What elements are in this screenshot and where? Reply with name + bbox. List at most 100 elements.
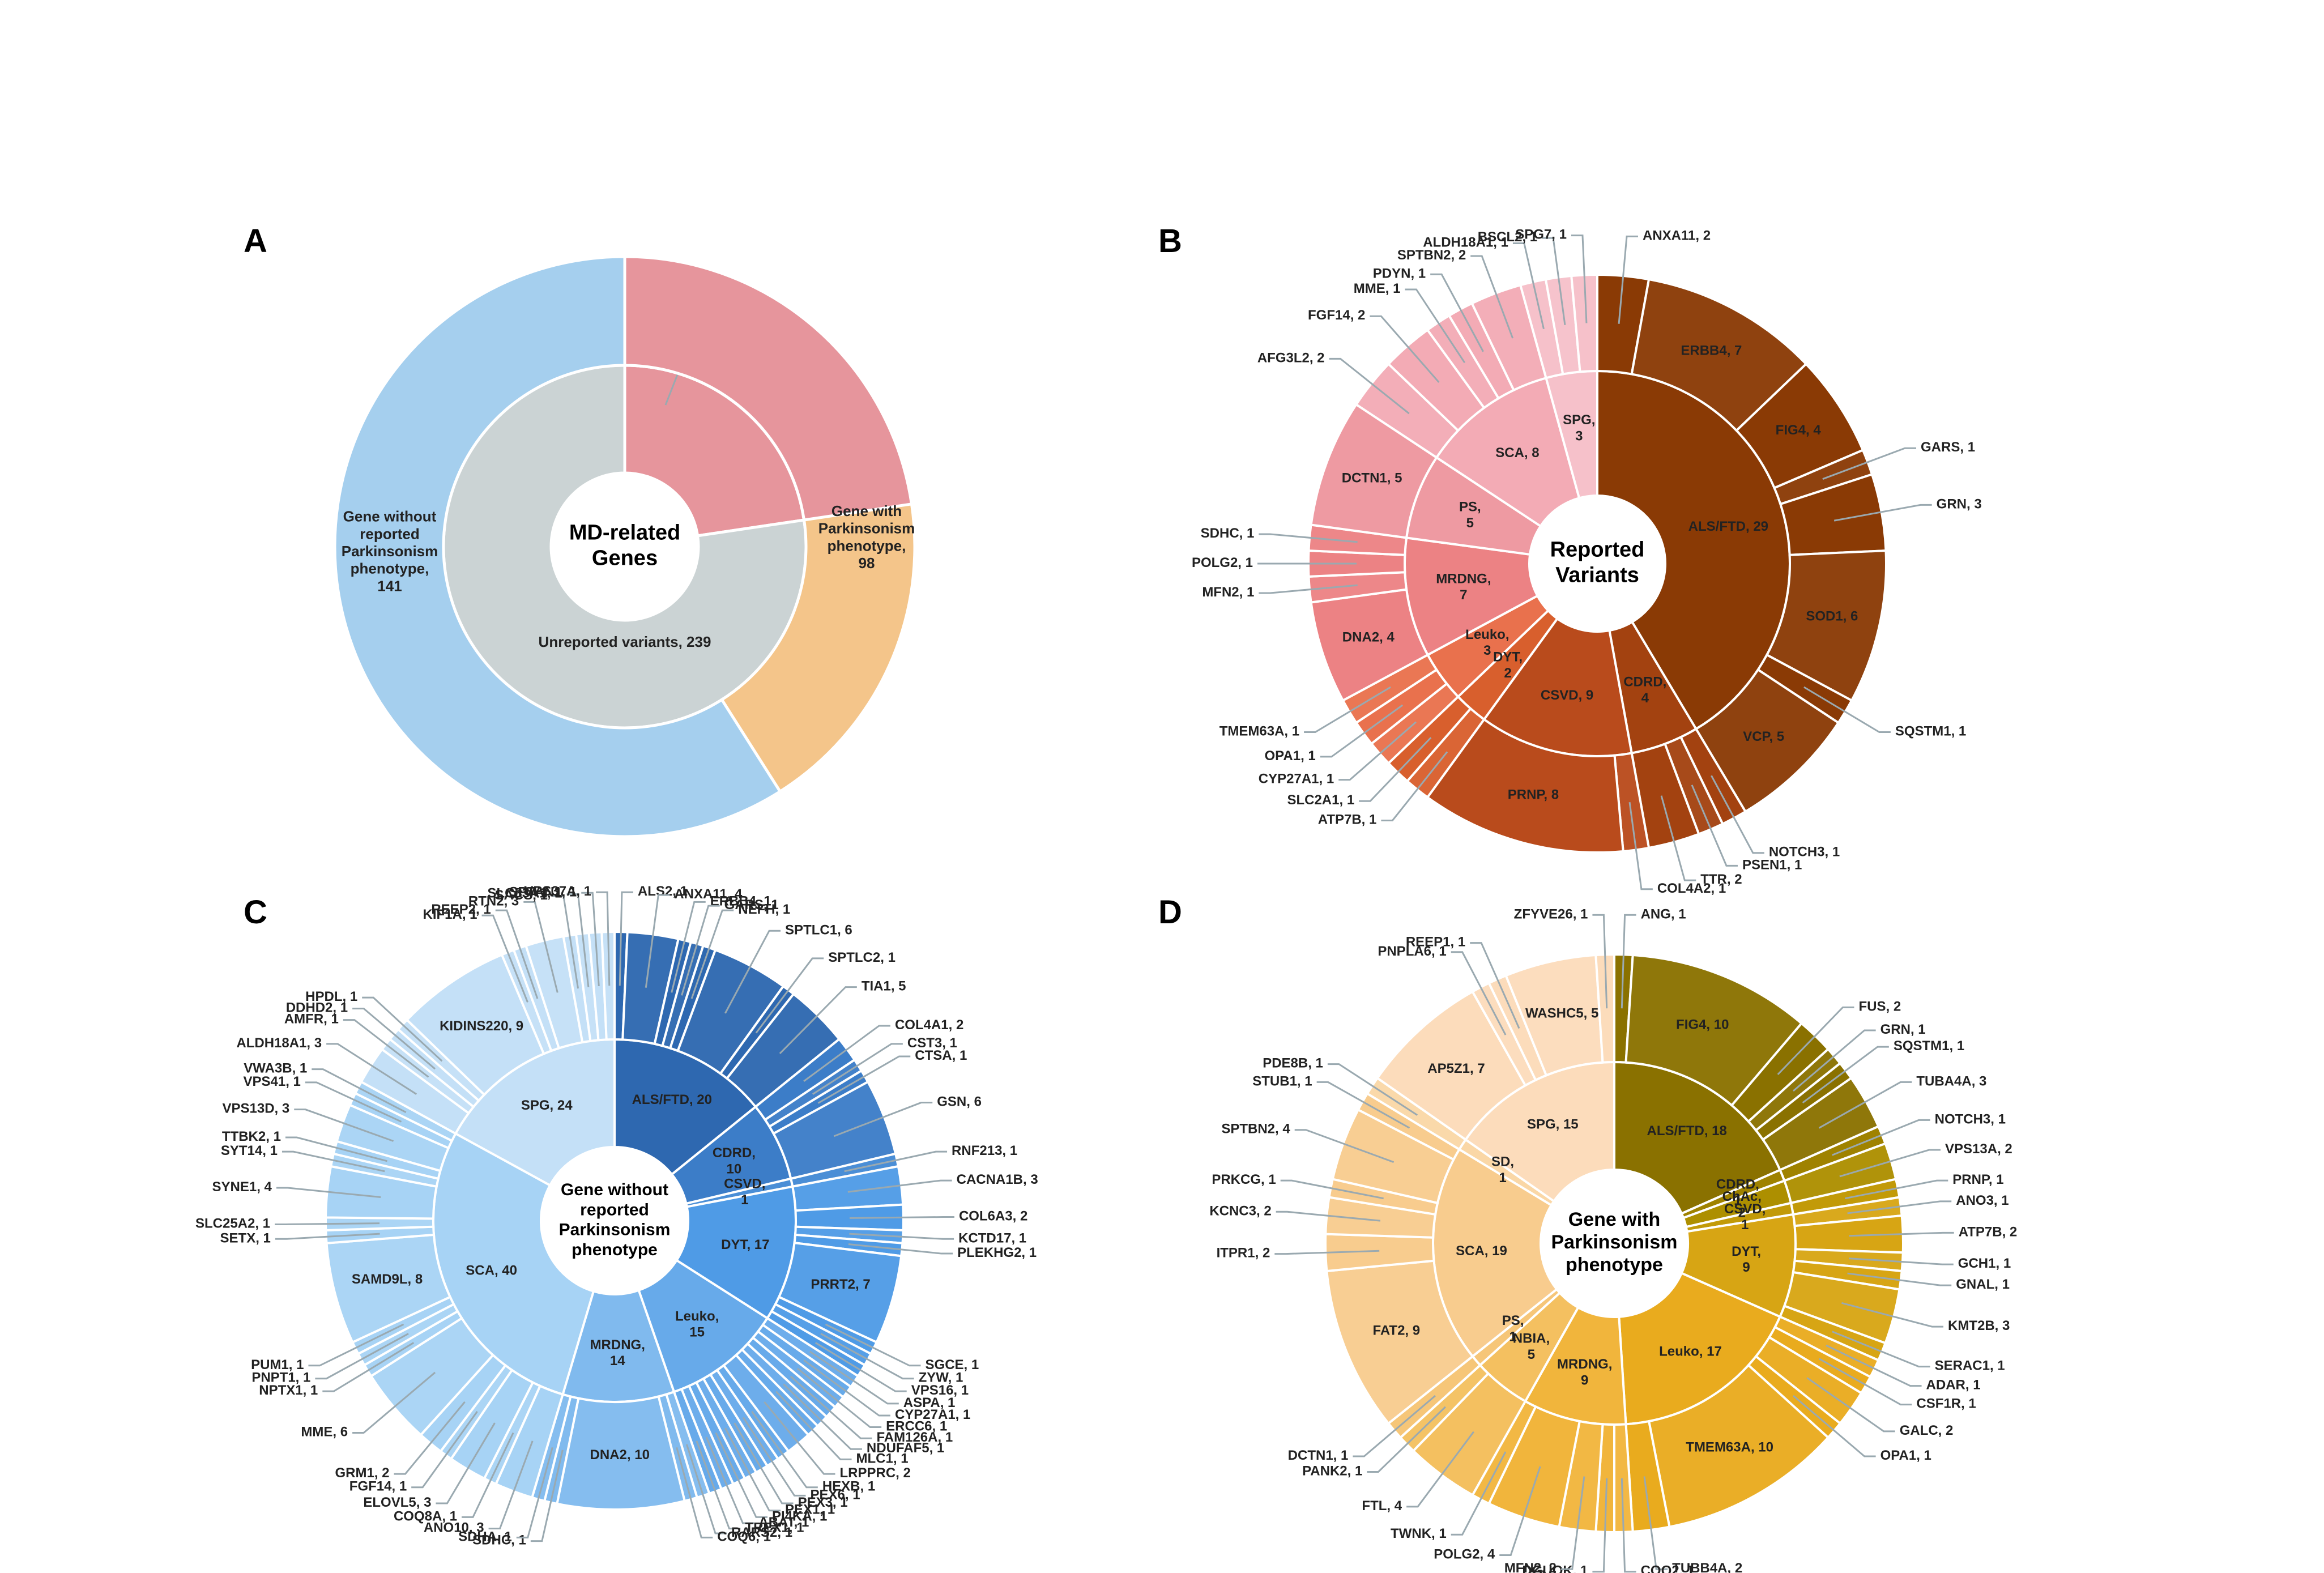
leader-line: [1832, 1331, 1930, 1368]
inner-label-sd-1: SD,1: [1491, 1154, 1514, 1186]
leader-line: [1628, 802, 1653, 890]
outer-label-col4a1-2: COL4A1, 2: [895, 1017, 963, 1033]
outer-label-erbb4-7: ERBB4, 7: [1681, 343, 1742, 359]
leader-line: [1849, 1231, 1954, 1237]
inner-label-leuko-15: Leuko,15: [675, 1309, 719, 1340]
outer-label-prkcg-1: PRKCG, 1: [1212, 1172, 1276, 1187]
leader-line: [1833, 504, 1932, 522]
outer-label-grm1-2: GRM1, 2: [335, 1465, 389, 1481]
leader-line: [276, 1187, 381, 1198]
leader-line: [809, 1350, 899, 1405]
outer-label-tia1-5: TIA1, 5: [862, 979, 906, 994]
outer-label-amfr-1: AMFR, 1: [284, 1012, 339, 1027]
outer-label-pex6-1: PEX6, 1: [811, 1487, 860, 1503]
leader-line: [436, 1422, 496, 1504]
outer-label-pdyn-1: PDYN, 1: [1373, 266, 1426, 282]
leader-line: [619, 891, 633, 986]
outer-label-gnal-1: GNAL, 1: [1956, 1277, 2010, 1293]
outer-label-fgf14-2: FGF14, 2: [1308, 308, 1365, 323]
outer-label-ddhd2-1: DDHD2, 1: [286, 1000, 348, 1016]
inner-label-als-ftd-18: ALS/FTD, 18: [1647, 1123, 1727, 1139]
leader-line: [352, 1371, 436, 1434]
leader-line: [1470, 942, 1520, 1029]
outer-label-fat2-9: FAT2, 9: [1373, 1323, 1421, 1338]
leader-line: [844, 1150, 948, 1173]
outer-label-nptx1-1: NPTX1, 1: [259, 1383, 318, 1398]
outer-label-ercc6-1: ERCC6, 1: [886, 1419, 947, 1434]
outer-label-fam126a-1: FAM126A, 1: [876, 1430, 953, 1446]
leader-line: [764, 1401, 835, 1475]
leader-line: [817, 1055, 911, 1104]
leader-line: [1294, 1129, 1395, 1163]
leader-line: [322, 1342, 415, 1392]
outer-label-cacna1b-3: CACNA1B, 3: [957, 1172, 1038, 1187]
inner-label-dyt-17: DYT, 17: [721, 1238, 769, 1253]
outer-label-cyp27a1-1: CYP27A1, 1: [1259, 771, 1334, 787]
leader-line: [1304, 686, 1391, 733]
outer-label-slc25a2-1: SLC25A2, 1: [195, 1216, 270, 1231]
outer-label-tmem63a-1: TMEM63A, 1: [1219, 724, 1299, 739]
outer-label-twnk-1: TWNK, 1: [1391, 1527, 1447, 1542]
outer-label-ndufaf5-1: NDUFAF5, 1: [867, 1441, 944, 1456]
leader-line: [1320, 704, 1404, 758]
inner-label-als-ftd-20: ALS/FTD, 20: [632, 1092, 712, 1107]
leader-line: [294, 1109, 394, 1142]
outer-label-sptbn2-2: SPTBN2, 2: [1397, 248, 1466, 263]
outer-label-mme-6: MME, 6: [301, 1425, 348, 1440]
center-hole: [1541, 1170, 1688, 1317]
leader-line: [742, 1417, 806, 1497]
outer-label-opa1-1: OPA1, 1: [1880, 1448, 1931, 1463]
panel-a-chart: Reportedvariants, 70Unreported variants,…: [333, 255, 916, 838]
leader-line: [1259, 533, 1358, 543]
inner-label-leuko-3: Leuko,3: [1465, 627, 1509, 658]
leader-line: [676, 1447, 713, 1538]
outer-label-pi4ka-1: PI4KA, 1: [772, 1509, 827, 1524]
outer-label-aldh18a1-3: ALDH18A1, 3: [236, 1035, 322, 1051]
leader-line: [1818, 1081, 1912, 1129]
leader-line: [783, 1383, 862, 1450]
outer-label-pnpla6-1: PNPLA6, 1: [1378, 944, 1446, 959]
outer-label-kif1a-1: KIF1A, 1: [423, 907, 477, 922]
leader-line: [1353, 1395, 1436, 1457]
leader-line: [516, 1447, 553, 1538]
outer-label-notch3-1: NOTCH3, 1: [1935, 1112, 2006, 1127]
outer-label-tubb4a-2: TUBB4A, 2: [1672, 1561, 1742, 1573]
leader-line: [275, 1233, 380, 1240]
inner-label-csvd-1: CSVD,1: [724, 1176, 765, 1208]
inner-label-csvd-1: CSVD,1: [1724, 1201, 1766, 1233]
outer-label-dna2-10: DNA2, 10: [590, 1447, 650, 1463]
leader-line: [394, 1401, 466, 1475]
leader-line: [462, 1432, 514, 1518]
outer-label-sqstm1-1: SQSTM1, 1: [1894, 1038, 1964, 1054]
leader-line: [326, 1043, 417, 1095]
leader-line: [1832, 1119, 1930, 1156]
leader-line: [343, 1019, 429, 1078]
outer-label-atp7b-2: ATP7B, 2: [1959, 1225, 2018, 1240]
leader-line: [803, 1025, 890, 1082]
leader-line: [1359, 737, 1432, 802]
leader-line: [1793, 1395, 1876, 1457]
outer-label-aldh18a1-1: ALDH18A1, 1: [1423, 235, 1508, 250]
leader-line: [1839, 1149, 1941, 1178]
outer-label-ang-1: ANG, 1: [1641, 907, 1686, 922]
outer-label-gsn-6: GSN, 6: [937, 1094, 982, 1110]
outer-label-sdha-1: SDHA, 1: [458, 1529, 512, 1545]
outer-label-nefh-1: NEFH, 1: [738, 902, 790, 917]
outer-label-dctn1-5: DCTN1, 5: [1342, 471, 1402, 486]
leader-line: [1406, 1431, 1474, 1508]
outer-label-dctn1-1: DCTN1, 1: [1288, 1448, 1349, 1463]
outer-label-rtn2-3: RTN2, 3: [468, 894, 519, 909]
leader-line: [734, 1422, 794, 1504]
outer-label-psen1-1: PSEN1, 1: [1742, 858, 1802, 873]
leader-line: [696, 1440, 741, 1530]
inner-label-mrdng-7: MRDNG,7: [1436, 572, 1491, 603]
outer-label-pnpt1-1: PNPT1, 1: [251, 1370, 310, 1386]
outer-segment-zfyve26-1: [1594, 953, 1615, 1064]
leader-line: [1571, 235, 1588, 323]
outer-label-afg3l2-2: AFG3L2, 2: [1257, 351, 1325, 366]
